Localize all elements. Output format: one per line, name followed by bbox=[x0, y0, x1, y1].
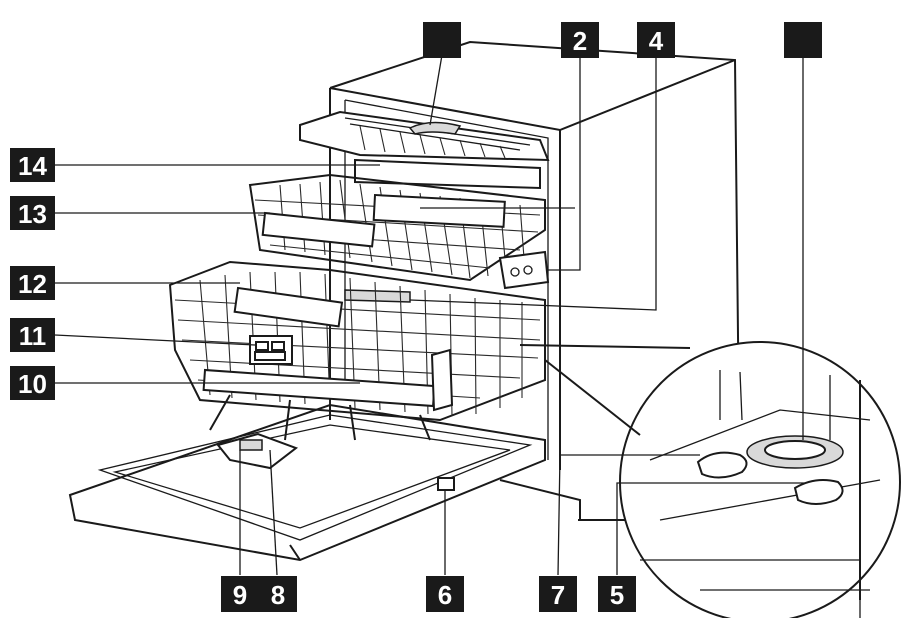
callout-9: 9 bbox=[221, 576, 259, 612]
svg-text:6: 6 bbox=[438, 580, 452, 610]
callout-7: 7 bbox=[539, 576, 577, 612]
open-door bbox=[68, 403, 546, 562]
callout-12: 12 bbox=[10, 266, 55, 300]
callout-13: 13 bbox=[10, 196, 55, 230]
callout-10: 10 bbox=[10, 366, 55, 400]
upper-rack bbox=[248, 173, 550, 303]
callout-8: 8 bbox=[259, 576, 297, 612]
svg-text:2: 2 bbox=[573, 26, 587, 56]
callout-2-3: 2 bbox=[561, 22, 599, 58]
callout-5: 5 bbox=[598, 576, 636, 612]
svg-text:4: 4 bbox=[649, 26, 664, 56]
callout-4: 4 bbox=[637, 22, 675, 58]
svg-text:9: 9 bbox=[233, 580, 247, 610]
svg-text:12: 12 bbox=[18, 269, 47, 299]
leader-lines bbox=[54, 54, 805, 576]
lower-rack bbox=[168, 260, 546, 441]
svg-text:13: 13 bbox=[18, 199, 47, 229]
svg-text:5: 5 bbox=[610, 580, 624, 610]
filter-magnifier bbox=[519, 341, 901, 618]
svg-text:10: 10 bbox=[18, 369, 47, 399]
svg-text:11: 11 bbox=[19, 321, 47, 351]
svg-text:14: 14 bbox=[18, 151, 47, 181]
callout-14: 14 bbox=[10, 148, 55, 182]
callout-6: 6 bbox=[426, 576, 464, 612]
callout-3 bbox=[784, 22, 822, 58]
cutlery-tray bbox=[299, 110, 550, 190]
callout-11: 11 bbox=[10, 318, 55, 352]
svg-text:7: 7 bbox=[551, 580, 565, 610]
svg-text:8: 8 bbox=[271, 580, 285, 610]
callout-1 bbox=[423, 22, 461, 58]
